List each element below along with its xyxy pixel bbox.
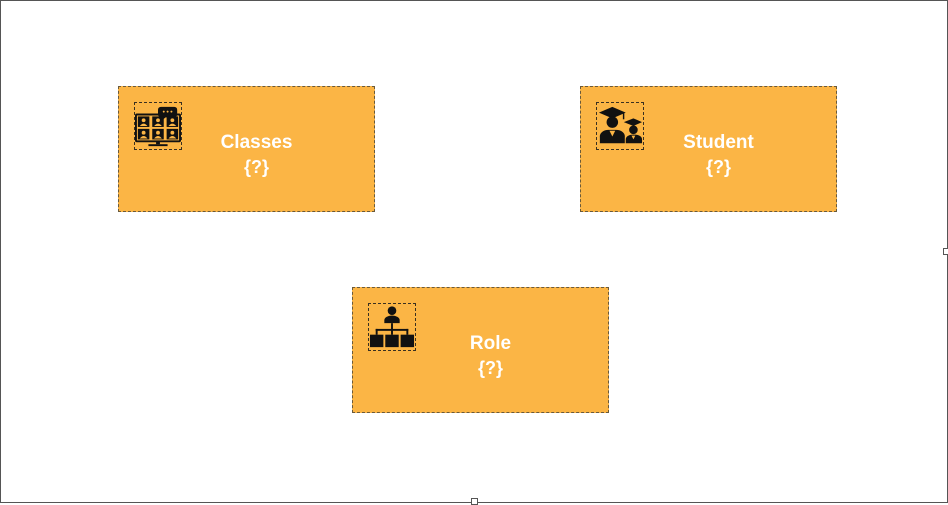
card-classes-value: {?} <box>243 157 269 177</box>
online-class-icon <box>134 102 182 150</box>
card-student-value: {?} <box>705 157 731 177</box>
resize-handle-bottom[interactable] <box>471 498 478 505</box>
card-role[interactable]: Role {?} <box>352 287 609 413</box>
org-hierarchy-icon <box>368 303 416 351</box>
card-role-title: Role <box>469 333 512 354</box>
card-classes-text: Classes {?} <box>199 131 314 179</box>
graduates-icon <box>596 102 644 150</box>
card-role-text: Role {?} <box>433 332 548 380</box>
card-student-text: Student {?} <box>661 131 776 179</box>
card-classes[interactable]: Classes {?} <box>118 86 375 212</box>
card-student[interactable]: Student {?} <box>580 86 837 212</box>
resize-handle-right[interactable] <box>943 248 948 255</box>
card-classes-title: Classes <box>220 132 293 153</box>
card-student-title: Student <box>683 132 754 153</box>
card-role-value: {?} <box>477 358 503 378</box>
